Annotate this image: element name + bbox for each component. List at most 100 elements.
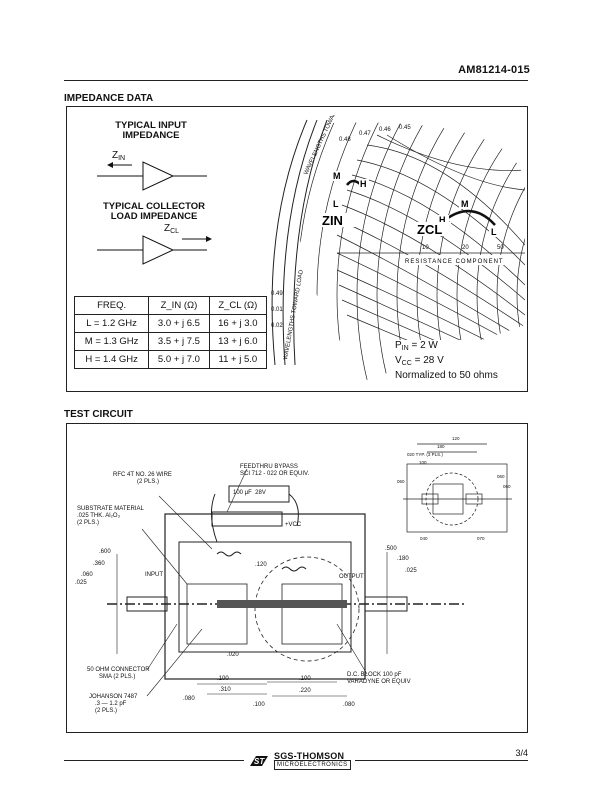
test-circuit-drawing — [107, 443, 512, 697]
substrate-line1: SUBSTRATE MATERIAL — [77, 506, 144, 512]
table-cell: H = 1.4 GHz — [73, 350, 150, 369]
zcl-curve — [444, 210, 496, 226]
vcc-condition: VCC = 28 V — [395, 355, 498, 370]
dim-label: .180 — [397, 556, 409, 562]
scale-tick: 0.47 — [359, 131, 371, 137]
johanson-line1: JOHANSON 7487 — [89, 694, 138, 700]
pin-condition: PIN = 2 W — [395, 340, 498, 355]
detail-dim: 100 — [419, 460, 427, 465]
scale-tick: 0.01 — [271, 307, 283, 313]
table-row: H = 1.4 GHz 5.0 + j 7.0 11 + j 5.0 — [73, 350, 268, 369]
part-number: AM81214-015 — [458, 64, 530, 76]
input-substrate — [186, 583, 248, 645]
zin-chart-label: ZIN — [322, 213, 343, 228]
col-zcl: Z_CL (Ω) — [208, 296, 268, 315]
test-circuit-section-title: TEST CIRCUIT — [64, 409, 133, 420]
device-outline — [254, 556, 360, 662]
zcl-label: ZCL — [164, 223, 179, 235]
input-amplifier-symbol — [97, 161, 207, 191]
footer-logo: ST SGS-THOMSON MICROELECTRONICS — [244, 752, 355, 770]
input-caption: TYPICAL INPUT IMPEDANCE — [95, 121, 207, 141]
collector-caption-line2: LOAD IMPEDANCE — [110, 211, 198, 222]
conditions-block: PIN = 2 W VCC = 28 V Normalized to 50 oh… — [393, 340, 500, 382]
dc-block-line1: D.C. BLOCK 100 pF — [347, 672, 402, 678]
feedthru-label-line2: SCI 712 - 022 OR EQUIV. — [240, 471, 310, 477]
zin-label: ZIN — [112, 150, 125, 162]
impedance-panel: TYPICAL INPUT IMPEDANCE ZIN TYPICAL COLL… — [66, 106, 528, 392]
rfc-label: RFC 4T NO. 26 WIRE (2 PLS.) — [113, 472, 172, 486]
scale-tick: 0.49 — [271, 291, 283, 297]
dim-label: .310 — [219, 687, 231, 693]
zcl-point-h: H — [439, 215, 446, 225]
detail-dim: 040 — [420, 536, 428, 541]
scale-tick: 0.45 — [399, 125, 411, 131]
page-number: 3/4 — [515, 748, 528, 758]
brand-name: SGS-THOMSON — [274, 751, 345, 761]
johanson-line3: (2 PLS.) — [95, 708, 118, 714]
detail-drawing — [403, 443, 512, 533]
table-cell: 3.0 + j 6.5 — [148, 314, 210, 333]
zcl-point-m: M — [461, 199, 469, 209]
feedthru-label-line1: FEEDTHRU BYPASS — [240, 464, 298, 470]
table-cell: 5.0 + j 7.0 — [148, 350, 210, 369]
collector-amplifier-symbol — [97, 235, 212, 265]
cap-lead — [211, 493, 218, 543]
dim-label: .080 — [343, 702, 355, 708]
st-logo-icon: ST — [250, 756, 268, 766]
zin-letter: Z — [112, 150, 119, 161]
detail-dim: 070 — [477, 536, 485, 541]
collector-caption-line1: TYPICAL COLLECTOR — [102, 201, 206, 212]
substrate-line3: (2 PLS.) — [77, 520, 100, 526]
svg-text:ST: ST — [254, 757, 265, 766]
table-row: L = 1.2 GHz 3.0 + j 6.5 16 + j 3.0 — [73, 314, 268, 333]
detail-dim: 020 TYP. (3 PLS.) — [407, 452, 443, 457]
zcl-sub: CL — [170, 228, 180, 235]
impedance-section-title: IMPEDANCE DATA — [64, 93, 154, 104]
output-substrate — [281, 583, 343, 645]
res-tick: 50 — [497, 245, 504, 251]
pin-letter: P — [395, 340, 402, 351]
table-cell: 3.5 + j 7.5 — [148, 332, 210, 351]
scale-tick: 0.48 — [339, 137, 351, 143]
cap-lead-2 — [288, 493, 299, 527]
fixture-outline — [164, 513, 366, 680]
zin-point-m: M — [333, 171, 341, 181]
dim-label: .360 — [93, 561, 105, 567]
brand-text: SGS-THOMSON MICROELECTRONICS — [274, 752, 351, 770]
collector-caption: TYPICAL COLLECTOR LOAD IMPEDANCE — [93, 202, 215, 222]
dim-label: .220 — [299, 688, 311, 694]
res-tick: 10 — [422, 245, 429, 251]
impedance-table-header: FREQ. Z_IN (Ω) Z_CL (Ω) — [73, 296, 268, 315]
detail-dim: 060 — [497, 474, 505, 479]
input-caption-line2: IMPEDANCE — [122, 130, 180, 141]
rfc-label-line1: RFC 4T NO. 26 WIRE — [113, 472, 172, 478]
col-zin: Z_IN (Ω) — [148, 296, 210, 315]
table-cell: 13 + j 6.0 — [208, 332, 268, 351]
zcl-chart-label: ZCL — [417, 222, 442, 237]
dim-label: .120 — [255, 562, 267, 568]
rfc-coil-output — [281, 566, 307, 572]
zin-point-l: L — [333, 199, 339, 209]
output-label: OUTPUT — [339, 574, 364, 580]
detail-dim: 180 — [437, 444, 445, 449]
zcl-point-l: L — [491, 227, 497, 237]
rfc-coil-input — [216, 551, 242, 557]
dim-label: .500 — [385, 546, 397, 552]
connector-line2: SMA (2 PLS.) — [99, 674, 136, 680]
vcc-value: = 28 V — [411, 355, 444, 366]
microstrip-line — [217, 600, 347, 608]
dim-label: .600 — [99, 549, 111, 555]
table-cell: 11 + j 5.0 — [208, 350, 268, 369]
pin-value: = 2 W — [408, 340, 438, 351]
zcl-letter: Z — [164, 223, 171, 234]
resistance-component-label: RESISTANCE COMPONENT — [405, 259, 504, 265]
table-cell: 16 + j 3.0 — [208, 314, 268, 333]
vcc-letter: V — [395, 355, 402, 366]
detail-dim: 060 — [397, 479, 405, 484]
brand-sub: MICROELECTRONICS — [274, 760, 351, 770]
dim-label: .100 — [253, 702, 265, 708]
cap-value-v: 28V — [255, 490, 266, 496]
connector-line1: 50 OHM CONNECTOR — [87, 667, 150, 673]
dim-label: .025 — [405, 568, 417, 574]
output-connector — [364, 596, 408, 612]
